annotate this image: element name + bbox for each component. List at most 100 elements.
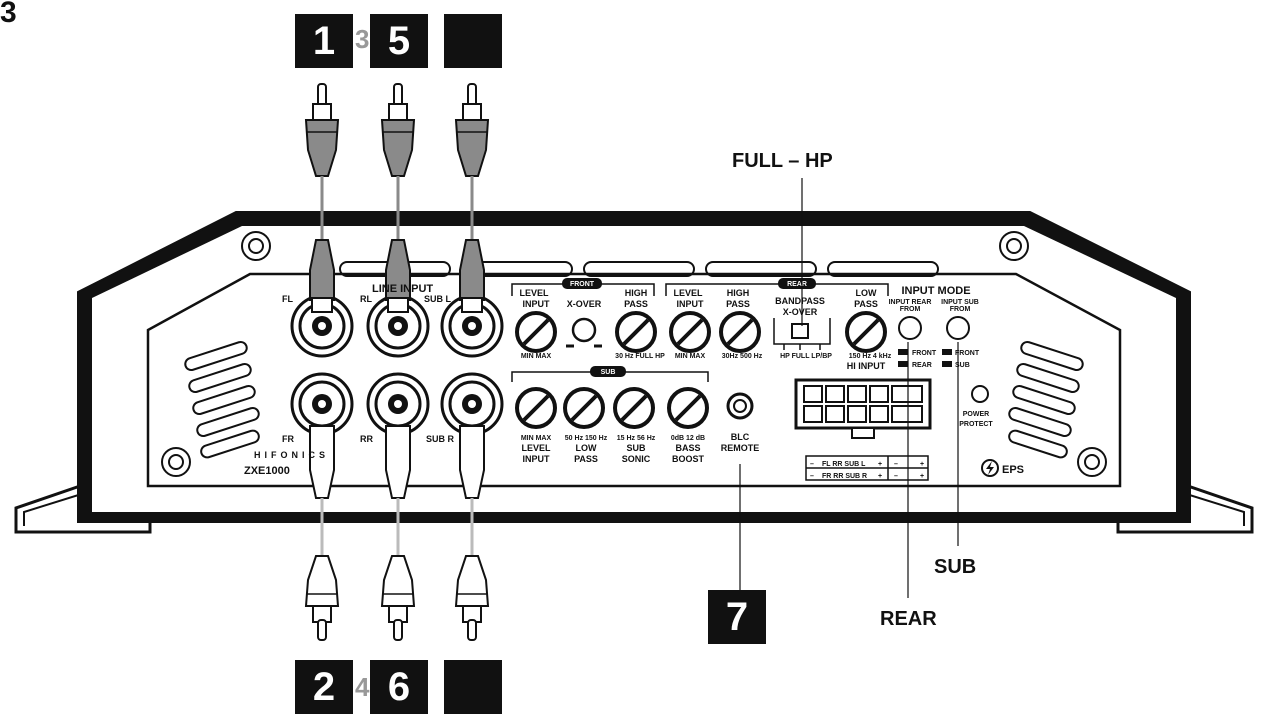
hi-table-r1-label: FL RR SUB L — [822, 461, 866, 468]
input-rear-caption-2: FROM — [900, 306, 921, 313]
hi-table-r2-plus2: + — [920, 473, 924, 480]
sub-level-label-2: INPUT — [523, 454, 551, 464]
input-sub-option-sub: SUB — [955, 362, 970, 369]
hi-table-r2-label: FR RR SUB R — [822, 473, 867, 480]
hi-table-r1-minus: – — [810, 461, 814, 468]
rear-bandpass-label-1: BANDPASS — [775, 296, 825, 306]
power-protect-label-1: POWER — [963, 411, 989, 418]
hi-table-r2-minus: – — [810, 473, 814, 480]
front-section: FRONT LEVEL INPUT X-OVER HIGH PASS MIN M… — [511, 278, 665, 360]
sub-level-label-1: LEVEL — [521, 443, 551, 453]
rear-lowpass-knob[interactable] — [845, 311, 887, 353]
badge-bottom-3 — [444, 660, 502, 714]
badge-bottom-partial: 4 — [355, 672, 370, 702]
rear-level-label-2: INPUT — [677, 299, 705, 309]
badge-remote: 7 — [708, 590, 766, 644]
input-rear-option-rear: REAR — [912, 362, 932, 369]
power-protect-indicator: POWER PROTECT — [959, 385, 993, 428]
top-rca-cables — [304, 83, 490, 313]
sub-bassboost-knob[interactable] — [667, 387, 709, 429]
sub-header: SUB — [601, 369, 616, 376]
callout-rear: REAR — [880, 608, 937, 630]
sub-subsonic-label-1: SUB — [626, 443, 646, 453]
sub-section: SUB MIN MAX LEVEL INPUT 50 Hz 150 Hz LOW… — [511, 366, 760, 464]
rear-highpass-knob[interactable] — [719, 311, 761, 353]
line-input-label: LINE INPUT — [372, 283, 433, 295]
front-level-range: MIN MAX — [521, 353, 552, 360]
hi-input-wiring-table: – FL RR SUB L + – + – FR RR SUB R + – + — [805, 455, 929, 481]
sub-subsonic-label-2: SONIC — [622, 454, 651, 464]
rear-level-knob[interactable] — [669, 311, 711, 353]
sub-bassboost-range: 0dB 12 dB — [671, 435, 705, 442]
label-fr: FR — [282, 434, 294, 444]
eps-label: EPS — [1002, 464, 1024, 476]
rear-bandpass-modes: HP FULL LP/BP — [780, 353, 832, 360]
label-rl: RL — [360, 294, 372, 304]
rear-lowpass-label-1: LOW — [856, 288, 877, 298]
rca-jack-fl[interactable] — [290, 294, 354, 358]
rear-bandpass-switch[interactable] — [773, 318, 831, 350]
front-highpass-label-1: HIGH — [625, 288, 648, 298]
front-xover-switch[interactable] — [566, 317, 602, 348]
input-mode-section: INPUT MODE INPUT REAR FROM INPUT SUB FRO… — [889, 285, 980, 369]
hi-table-r1-plus: + — [878, 461, 882, 468]
hi-input-label: HI INPUT — [847, 361, 886, 371]
bottom-rca-cables — [304, 425, 490, 641]
rca-jack-rr[interactable] — [366, 372, 430, 436]
rca-cable-top-sub-l — [454, 83, 490, 313]
input-sub-option-front: FRONT — [955, 350, 980, 357]
rear-header: REAR — [787, 281, 807, 288]
blc-label-1: BLC — [731, 432, 750, 442]
front-header: FRONT — [570, 281, 595, 288]
sub-lowpass-range: 50 Hz 150 Hz — [565, 435, 608, 442]
hi-table-r1-plus2: + — [920, 461, 924, 468]
hi-table-r2-minus2: – — [894, 473, 898, 480]
hi-table-r1-minus2: – — [894, 461, 898, 468]
rear-highpass-range: 30Hz 500 Hz — [722, 353, 763, 360]
mounting-screws — [161, 231, 1107, 477]
label-fl: FL — [282, 294, 293, 304]
rear-section: REAR LEVEL INPUT HIGH PASS BANDPASS X-OV… — [665, 278, 892, 371]
rear-bandpass-label-2: X-OVER — [783, 307, 818, 317]
blc-remote-jack[interactable] — [726, 392, 754, 420]
sub-lowpass-label-1: LOW — [576, 443, 597, 453]
sub-level-range: MIN MAX — [521, 435, 552, 442]
badge-top-partial: 3 — [355, 24, 370, 54]
rear-lowpass-label-2: PASS — [854, 299, 878, 309]
front-xover-label: X-OVER — [567, 299, 602, 309]
lightning-icon — [986, 461, 994, 475]
blc-label-2: REMOTE — [721, 443, 760, 453]
callout-full-hp: FULL – HP — [732, 150, 833, 172]
hi-table-r2-plus: + — [878, 473, 882, 480]
callout-leaders — [739, 178, 959, 598]
input-mode-title: INPUT MODE — [901, 285, 970, 297]
rca-cable-bottom-sub-r — [454, 425, 490, 641]
input-mode-sub-switch[interactable] — [946, 316, 970, 340]
sub-subsonic-knob[interactable] — [613, 387, 655, 429]
sub-level-knob[interactable] — [515, 387, 557, 429]
sub-bassboost-label-2: BOOST — [672, 454, 705, 464]
input-rear-option-front: FRONT — [912, 350, 937, 357]
front-level-label-2: INPUT — [523, 299, 551, 309]
front-highpass-knob[interactable] — [615, 311, 657, 353]
front-highpass-label-2: PASS — [624, 299, 648, 309]
front-level-knob[interactable] — [515, 311, 557, 353]
label-sub-r: SUB R — [426, 434, 455, 444]
rca-cable-bottom-fr — [304, 425, 340, 641]
figure-number: 3 — [0, 0, 17, 29]
badge-top-1: 1 — [295, 14, 353, 68]
rca-cable-top-rl — [380, 83, 416, 313]
sub-bassboost-label-1: BASS — [675, 443, 700, 453]
rca-jack-fr[interactable] — [290, 372, 354, 436]
left-side-vents — [184, 340, 260, 459]
input-mode-rear-switch[interactable] — [898, 316, 922, 340]
callout-sub: SUB — [934, 556, 977, 578]
model-label: ZXE1000 — [244, 465, 290, 477]
rca-jack-rl[interactable] — [366, 294, 430, 358]
sub-lowpass-label-2: PASS — [574, 454, 598, 464]
rear-level-range: MIN MAX — [675, 353, 706, 360]
hi-input-connector[interactable] — [794, 378, 932, 439]
sub-lowpass-knob[interactable] — [563, 387, 605, 429]
